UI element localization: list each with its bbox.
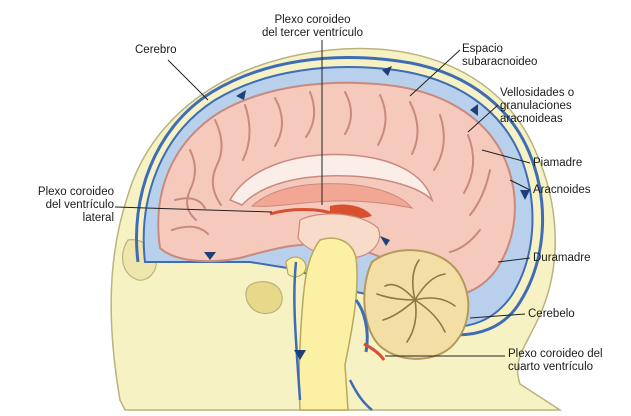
label-cerebelo-text: Cerebelo [528,308,575,321]
label-duramadre-text: Duramadre [533,252,591,265]
label-cerebelo: Cerebelo [528,308,575,321]
label-piamadre: Piamadre [533,157,582,170]
label-plexo-tercer-line1: Plexo coroideo [262,14,363,27]
label-plexo-tercer: Plexo coroideo del tercer ventrículo [262,14,363,40]
label-plexo-tercer-line2: del tercer ventrículo [262,27,363,40]
label-plexo-lateral-line2: del ventrículo [8,199,114,212]
label-plexo-cuarto-line2: cuarto ventrículo [508,361,603,374]
label-vellosidades-line3: aracnoideas [500,113,574,126]
label-cerebro: Cerebro [135,44,177,57]
label-cerebro-text: Cerebro [135,44,177,57]
label-vellosidades-line2: granulaciones [500,100,574,113]
label-plexo-lateral: Plexo coroideo del ventrículo lateral [8,186,114,225]
label-espacio-line2: subaracnoideo [462,56,537,69]
label-espacio: Espacio subaracnoideo [462,43,537,69]
label-plexo-lateral-line3: lateral [8,212,114,225]
label-espacio-line1: Espacio [462,43,537,56]
label-aracnoides: Aracnoides [533,184,591,197]
label-vellosidades-line1: Vellosidades o [500,87,574,100]
label-piamadre-text: Piamadre [533,157,582,170]
label-plexo-lateral-line1: Plexo coroideo [8,186,114,199]
label-plexo-cuarto: Plexo coroideo del cuarto ventrículo [508,348,603,374]
label-aracnoides-text: Aracnoides [533,184,591,197]
label-vellosidades: Vellosidades o granulaciones aracnoideas [500,87,574,126]
label-duramadre: Duramadre [533,252,591,265]
label-plexo-cuarto-line1: Plexo coroideo del [508,348,603,361]
